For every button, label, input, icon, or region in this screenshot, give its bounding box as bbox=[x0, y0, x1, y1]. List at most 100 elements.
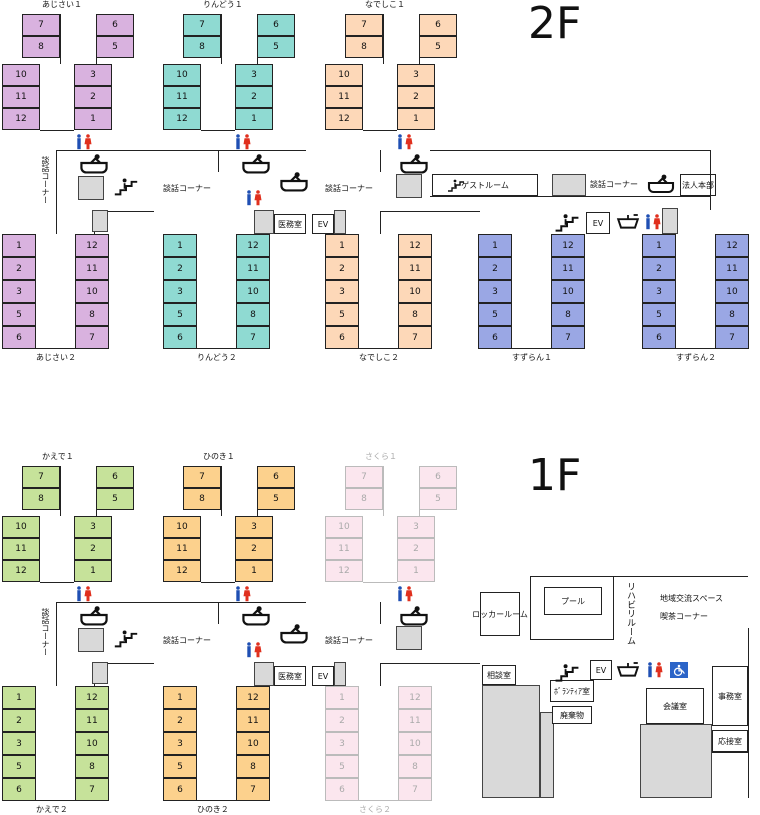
patient-room: 3 bbox=[478, 280, 512, 303]
wall bbox=[383, 466, 384, 516]
patient-room: 7 bbox=[398, 326, 432, 349]
medical-room: 医務室 bbox=[274, 666, 306, 686]
wing-name: ひのき１ bbox=[203, 452, 235, 461]
patient-room: 7 bbox=[183, 466, 221, 488]
patient-room: 1 bbox=[163, 234, 197, 257]
wall bbox=[96, 466, 97, 516]
wall bbox=[201, 582, 235, 583]
patient-room: 6 bbox=[257, 14, 295, 36]
patient-room: 8 bbox=[398, 755, 432, 778]
restroom-icon bbox=[75, 586, 93, 602]
restroom-icon bbox=[245, 190, 263, 206]
patient-room: 11 bbox=[2, 538, 40, 560]
wing-name: なでしこ１ bbox=[365, 0, 405, 9]
patient-room: 1 bbox=[74, 560, 112, 582]
headquarters-room: 法人本部 bbox=[680, 174, 716, 196]
patient-room: 1 bbox=[642, 234, 676, 257]
stairs-icon bbox=[552, 212, 582, 232]
wall bbox=[530, 576, 748, 577]
patient-room: 7 bbox=[236, 326, 270, 349]
patient-room: 10 bbox=[163, 516, 201, 538]
patient-room: 11 bbox=[551, 257, 585, 280]
patient-room: 3 bbox=[163, 732, 197, 755]
patient-room: 10 bbox=[325, 516, 363, 538]
wing-name: あじさい２ bbox=[36, 353, 76, 362]
patient-room: 8 bbox=[75, 303, 109, 326]
wing-name: りんどう２ bbox=[197, 353, 237, 362]
patient-room: 2 bbox=[642, 257, 676, 280]
patient-room: 2 bbox=[163, 257, 197, 280]
patient-room: 8 bbox=[551, 303, 585, 326]
patient-room: 1 bbox=[74, 108, 112, 130]
wall bbox=[359, 348, 398, 349]
patient-room: 8 bbox=[183, 488, 221, 510]
patient-room: 2 bbox=[478, 257, 512, 280]
patient-room: 3 bbox=[2, 732, 36, 755]
patient-room: 6 bbox=[2, 778, 36, 801]
patient-room: 10 bbox=[715, 280, 749, 303]
patient-room: 2 bbox=[325, 257, 359, 280]
patient-room: 6 bbox=[325, 778, 359, 801]
service-area bbox=[552, 174, 586, 196]
patient-room: 11 bbox=[325, 538, 363, 560]
wall bbox=[380, 663, 381, 686]
service-area bbox=[396, 174, 422, 198]
wall bbox=[201, 130, 235, 131]
office-room: 事務室 bbox=[712, 666, 748, 726]
bath-icon bbox=[646, 172, 676, 194]
patient-room: 8 bbox=[398, 303, 432, 326]
patient-room: 10 bbox=[236, 732, 270, 755]
wall bbox=[676, 348, 715, 349]
sink-icon bbox=[614, 212, 642, 232]
patient-room: 10 bbox=[325, 64, 363, 86]
wall bbox=[380, 663, 480, 664]
patient-room: 10 bbox=[398, 732, 432, 755]
wall bbox=[197, 800, 236, 801]
patient-room: 10 bbox=[2, 516, 40, 538]
patient-room: 6 bbox=[96, 466, 134, 488]
elevator: EV bbox=[312, 666, 334, 686]
cafe-label: 喫茶コーナー bbox=[660, 612, 708, 621]
patient-room: 5 bbox=[96, 488, 134, 510]
patient-room: 11 bbox=[398, 257, 432, 280]
wall bbox=[383, 14, 384, 64]
patient-room: 2 bbox=[74, 86, 112, 108]
lounge-label: 談話コーナー bbox=[590, 180, 638, 189]
service-area bbox=[640, 724, 712, 798]
wall bbox=[56, 150, 306, 151]
service-area bbox=[78, 176, 104, 200]
lounge-label: 談話コーナー bbox=[325, 636, 373, 645]
patient-room: 3 bbox=[235, 516, 273, 538]
lounge-vertical-label: 談話コーナー bbox=[40, 608, 50, 656]
patient-room: 7 bbox=[75, 778, 109, 801]
wall bbox=[430, 196, 710, 197]
wall bbox=[60, 14, 61, 64]
wall bbox=[712, 752, 748, 753]
accessible-icon bbox=[670, 662, 688, 678]
patient-room: 2 bbox=[397, 86, 435, 108]
patient-room: 10 bbox=[75, 732, 109, 755]
patient-room: 10 bbox=[163, 64, 201, 86]
wall bbox=[94, 663, 154, 664]
restroom-icon bbox=[234, 134, 252, 150]
patient-room: 12 bbox=[715, 234, 749, 257]
patient-room: 7 bbox=[22, 466, 60, 488]
patient-room: 7 bbox=[715, 326, 749, 349]
meeting-room: 会議室 bbox=[646, 688, 704, 724]
patient-room: 1 bbox=[397, 108, 435, 130]
wall bbox=[56, 602, 57, 686]
patient-room: 1 bbox=[2, 234, 36, 257]
patient-room: 5 bbox=[257, 36, 295, 58]
patient-room: 6 bbox=[2, 326, 36, 349]
patient-room: 11 bbox=[163, 86, 201, 108]
patient-room: 5 bbox=[96, 36, 134, 58]
restroom-icon bbox=[646, 662, 664, 678]
patient-room: 11 bbox=[236, 257, 270, 280]
service-area bbox=[334, 210, 346, 234]
service-area bbox=[334, 662, 346, 686]
wall bbox=[94, 211, 154, 212]
wing-name: なでしこ２ bbox=[359, 353, 399, 362]
patient-room: 10 bbox=[398, 280, 432, 303]
medical-room: 医務室 bbox=[274, 214, 306, 234]
patient-room: 12 bbox=[75, 234, 109, 257]
